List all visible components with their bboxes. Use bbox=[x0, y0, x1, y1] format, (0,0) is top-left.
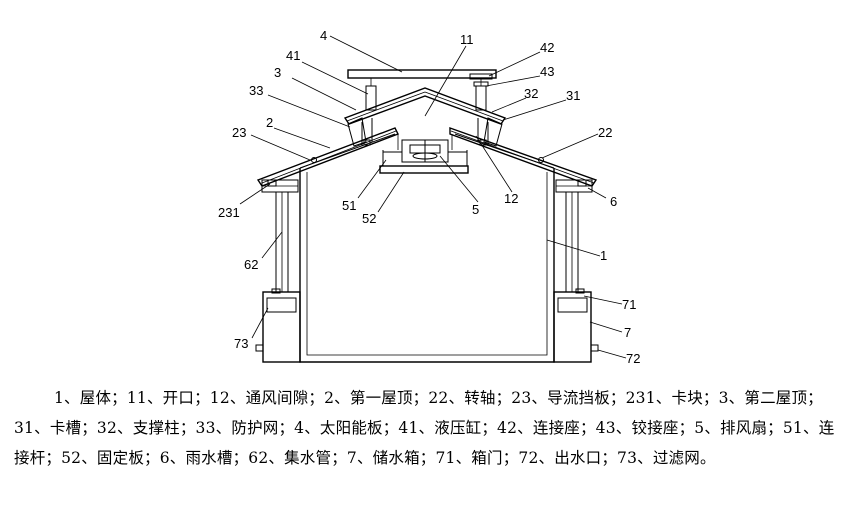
label-4: 4 bbox=[320, 28, 327, 43]
rotating-shaft-left bbox=[311, 157, 317, 163]
label-33: 33 bbox=[249, 83, 263, 98]
label-7: 7 bbox=[624, 325, 631, 340]
hinge-seat bbox=[473, 81, 489, 87]
house-body bbox=[299, 168, 555, 363]
exhaust-fan bbox=[379, 139, 469, 174]
label-5: 5 bbox=[472, 202, 479, 217]
label-42: 42 bbox=[540, 40, 554, 55]
label-23: 23 bbox=[232, 125, 246, 140]
label-11: 11 bbox=[460, 32, 474, 47]
label-2: 2 bbox=[266, 115, 273, 130]
hydraulic-cylinders bbox=[365, 78, 487, 111]
label-71: 71 bbox=[622, 297, 636, 312]
clamp-blocks bbox=[267, 179, 587, 187]
label-6: 6 bbox=[610, 194, 617, 209]
label-1: 1 bbox=[600, 248, 607, 263]
label-62: 62 bbox=[244, 257, 258, 272]
protective-mesh bbox=[347, 117, 503, 147]
label-52: 52 bbox=[362, 211, 376, 226]
structure-diagram: 4 11 41 42 3 43 33 32 31 23 2 22 51 12 2… bbox=[218, 28, 640, 366]
label-22: 22 bbox=[598, 125, 612, 140]
support-columns bbox=[361, 118, 489, 146]
parts-legend: 1、屋体；11、开口；12、通风间隙；2、第一屋顶；22、转轴；23、导流挡板；… bbox=[14, 389, 835, 467]
solar-panel bbox=[347, 69, 497, 79]
label-41: 41 bbox=[286, 48, 300, 63]
label-73: 73 bbox=[234, 336, 248, 351]
connecting-seat bbox=[469, 73, 493, 80]
label-231: 231 bbox=[218, 205, 240, 220]
water-tanks bbox=[255, 288, 599, 363]
fixing-plate bbox=[379, 165, 469, 174]
callout-labels: 4 11 41 42 3 43 33 32 31 23 2 22 51 12 2… bbox=[218, 28, 640, 366]
label-31: 31 bbox=[566, 88, 580, 103]
rain-gutters bbox=[261, 179, 593, 193]
label-12: 12 bbox=[504, 191, 518, 206]
label-72: 72 bbox=[626, 351, 640, 366]
rotating-shaft-right bbox=[538, 157, 544, 163]
label-51: 51 bbox=[342, 198, 356, 213]
label-32: 32 bbox=[524, 86, 538, 101]
second-roof bbox=[343, 87, 507, 125]
collecting-pipes bbox=[275, 191, 579, 293]
label-43: 43 bbox=[540, 64, 554, 79]
leader-lines bbox=[239, 35, 627, 359]
label-3: 3 bbox=[274, 65, 281, 80]
